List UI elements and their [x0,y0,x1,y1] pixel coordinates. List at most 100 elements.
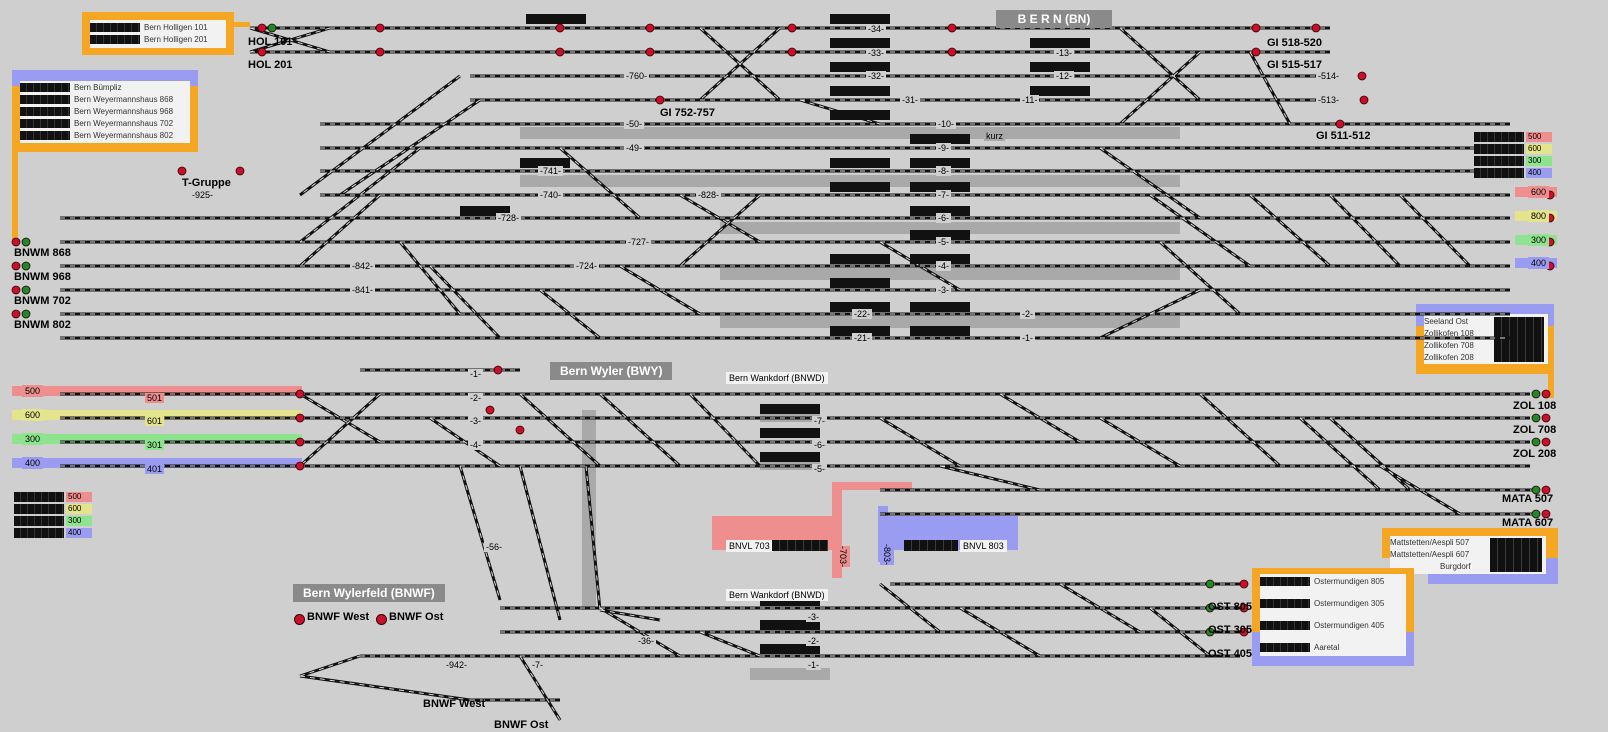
signal-lamp[interactable] [1205,627,1215,637]
signal-label-ost305[interactable]: OST 305 [1208,624,1253,636]
track-occupancy-block[interactable] [830,278,890,288]
track-label[interactable]: -6- [812,440,827,450]
track-label[interactable]: -11- [1020,95,1040,105]
signal-label-tgruppe[interactable]: T-Gruppe [182,177,231,189]
track-label[interactable]: -3- [806,612,821,622]
panel-row[interactable]: Zollikofen 208 [1424,353,1474,362]
signal-lamp[interactable] [295,413,305,423]
track-occupancy-block[interactable] [760,620,820,630]
track-label[interactable]: -21- [852,333,873,343]
signal-lamp[interactable] [947,23,957,33]
signal-lamp[interactable] [1541,485,1551,495]
signal-label-zol108[interactable]: ZOL 108 [1513,400,1557,412]
panel-row[interactable]: Bern Weyermannshaus 868 [20,94,173,105]
signal-lamp[interactable] [555,47,565,57]
signal-lamp[interactable] [11,309,21,319]
panel-row[interactable]: Zollikofen 108 [1424,329,1474,338]
track-label[interactable]: -12- [1054,71,1075,81]
track-label[interactable]: -36- [636,636,657,646]
track-occupancy-block[interactable] [760,452,820,462]
track-occupancy-block[interactable] [910,158,970,168]
signal-label-ost405[interactable]: OST 405 [1208,648,1253,660]
signal-lamp[interactable] [1531,485,1541,495]
track-label[interactable]: -925- [190,190,216,200]
panel-row[interactable]: Bern Holligen 201 [90,34,208,45]
track-occupancy-block[interactable] [830,302,890,312]
track-label[interactable]: kurz [984,131,1006,141]
track-occupancy-block[interactable] [830,62,890,72]
signal-label-hol101[interactable]: HOL 101 [248,36,293,48]
track-label[interactable]: -4- [468,440,483,450]
signal-lamp[interactable] [177,166,187,176]
track-label[interactable]: -1- [468,369,483,379]
signal-lamp[interactable] [1205,603,1215,613]
track-label[interactable]: -728- [496,213,522,223]
track-occupancy-block[interactable] [830,86,890,96]
bnvl703-label[interactable]: BNVL 703 [726,540,773,552]
track-occupancy-block[interactable] [1030,86,1090,96]
signal-lamp[interactable] [11,261,21,271]
track-label[interactable]: 601 [145,416,165,426]
signal-label-bnwf-ost[interactable]: BNWF Ost [494,719,549,731]
bnwf-ost-button[interactable]: BNWF Ost [389,611,444,623]
panel-row[interactable]: Bern Bümpliz [20,82,122,93]
track-occupancy-block[interactable] [910,254,970,264]
signal-lamp[interactable] [1541,389,1551,399]
track-label[interactable]: -6- [936,213,951,223]
signal-lamp[interactable] [1205,579,1215,589]
signal-lamp[interactable] [645,47,655,57]
track-occupancy-block[interactable] [910,230,970,240]
track-label[interactable]: -2- [806,636,821,646]
track-label[interactable]: -760- [624,71,650,81]
signal-lamp[interactable] [1531,509,1541,519]
bnwf-ost-signal[interactable] [376,614,387,625]
track-occupancy-block[interactable] [830,326,890,336]
track-label[interactable]: -703- [836,546,850,568]
track-label[interactable]: -50- [624,119,645,129]
signal-lamp[interactable] [295,389,305,399]
track-label[interactable]: -724- [574,261,600,271]
track-label[interactable]: 301 [145,440,165,450]
signal-lamp[interactable] [295,461,305,471]
track-label[interactable]: -2- [1020,309,1035,319]
track-label[interactable]: -942- [444,660,470,670]
track-occupancy-block[interactable] [830,38,890,48]
panel-row[interactable]: Zollikofen 708 [1424,341,1474,350]
signal-lamp[interactable] [947,47,957,57]
track-label[interactable]: -7- [936,190,951,200]
signal-lamp[interactable] [555,23,565,33]
panel-row[interactable]: Bern Weyermannshaus 702 [20,118,173,129]
signal-lamp[interactable] [1531,437,1541,447]
signal-lamp[interactable] [11,237,21,247]
signal-lamp[interactable] [787,47,797,57]
signal-lamp[interactable] [485,405,495,415]
signal-label-zol208[interactable]: ZOL 208 [1513,448,1557,460]
track-occupancy-block[interactable] [460,206,510,216]
signal-lamp[interactable] [1239,603,1249,613]
panel-row[interactable]: Ostermundigen 405 [1260,620,1384,631]
signal-lamp[interactable] [1531,413,1541,423]
track-occupancy-block[interactable] [760,596,820,606]
signal-label-bnwf-west[interactable]: BNWF West [423,698,486,710]
signal-lamp[interactable] [267,23,277,33]
track-occupancy-block[interactable] [830,254,890,264]
track-label[interactable]: -842- [350,261,376,271]
track-label[interactable]: 401 [145,464,165,474]
signal-lamp[interactable] [1251,47,1261,57]
signal-lamp[interactable] [1359,95,1369,105]
signal-label-mata607[interactable]: MATA 607 [1502,517,1554,529]
track-occupancy-block[interactable] [910,206,970,216]
bnwf-west-button[interactable]: BNWF West [307,611,370,623]
signal-lamp[interactable] [1541,437,1551,447]
track-occupancy-block[interactable] [830,158,890,168]
track-occupancy-block[interactable] [526,14,586,24]
panel-row[interactable]: Ostermundigen 805 [1260,576,1384,587]
signal-label-zol708[interactable]: ZOL 708 [1513,424,1557,436]
track-occupancy-block[interactable] [1030,38,1090,48]
track-occupancy-block[interactable] [520,158,570,168]
track-label[interactable]: -740- [538,190,564,200]
track-label[interactable]: -1- [806,660,821,670]
track-occupancy-block[interactable] [910,134,970,144]
signal-lamp[interactable] [1541,413,1551,423]
signal-label-ost805[interactable]: OST 805 [1208,601,1253,613]
